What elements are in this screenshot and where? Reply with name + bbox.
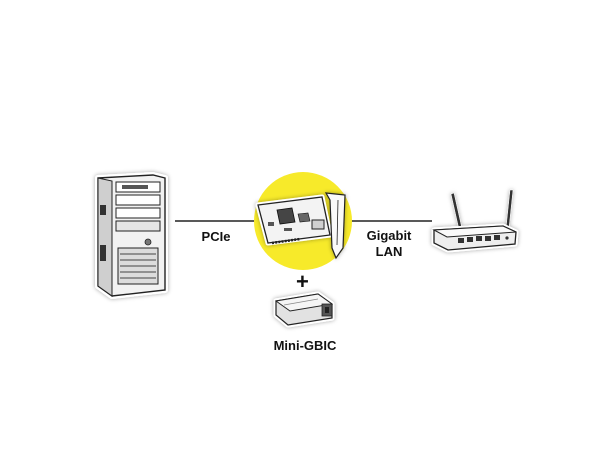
pcie-label: PCIe xyxy=(201,229,231,244)
pc-tower-icon xyxy=(95,172,168,299)
lan-label: LAN xyxy=(375,244,403,259)
mini-gbic-label: Mini-GBIC xyxy=(273,338,337,353)
network-card-icon xyxy=(255,192,346,260)
gigabit-label: Gigabit xyxy=(366,228,412,243)
sfp-module-icon xyxy=(273,291,335,328)
plus-sign: + xyxy=(296,269,309,294)
router-icon xyxy=(431,189,519,253)
